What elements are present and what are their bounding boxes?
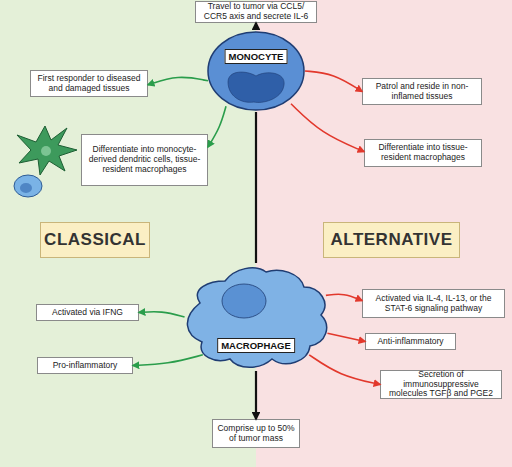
monocyte-outline [206, 30, 306, 112]
cell-nucleus [222, 284, 266, 318]
cell-nucleus [228, 72, 284, 102]
effect-arrow [139, 312, 185, 317]
process-box: Travel to tumor via CCL5/ CCR5 axis and … [195, 1, 317, 23]
process-box: Patrol and reside in non-inflamed tissue… [362, 78, 482, 105]
small-cell-nucleus [20, 183, 32, 193]
process-box: Differentiate into monocyte-derived dend… [81, 134, 208, 186]
box-text: Travel to tumor via CCL5/ CCR5 axis and … [199, 2, 313, 22]
category-box: ALTERNATIVE [323, 222, 460, 258]
effect-arrow [148, 77, 208, 84]
macrophage-cell: MACROPHAGE [180, 263, 332, 371]
small-cell [14, 175, 42, 197]
dendritic-nucleus [41, 146, 51, 156]
macrophage-outline [180, 263, 332, 371]
effect-arrow [327, 333, 365, 341]
process-box: Pro-inflammatory [37, 357, 133, 374]
dendritic-cell [17, 126, 77, 175]
process-box: Secretion of immunosuppressive molecules… [380, 370, 502, 399]
category-label: CLASSICAL [44, 230, 146, 250]
box-text: Activated via IL-4, IL-13, or the STAT-6… [366, 294, 501, 314]
box-text: Comprise up to 50% of tumor mass [216, 424, 296, 444]
box-text: Differentiate into monocyte-derived dend… [85, 145, 204, 175]
box-text: Anti-inflammatory [377, 337, 443, 347]
box-text: Patrol and reside in non-inflamed tissue… [366, 82, 478, 102]
effect-arrow [291, 104, 364, 152]
process-box: Activated via IFNG [36, 304, 139, 321]
process-box: First responder to diseased and damaged … [30, 70, 148, 97]
cell-membrane [187, 268, 326, 367]
box-text: Activated via IFNG [52, 308, 123, 318]
cell-label: MACROPHAGE [217, 338, 295, 353]
effect-arrow [305, 71, 362, 92]
box-text: Secretion of immunosuppressive molecules… [384, 370, 498, 400]
box-text: First responder to diseased and damaged … [34, 74, 144, 94]
category-box: CLASSICAL [40, 222, 150, 258]
box-text: Pro-inflammatory [53, 361, 118, 371]
axis-arrow [255, 112, 257, 263]
cell-membrane [208, 32, 304, 110]
axis-arrow [255, 371, 257, 419]
process-box: Comprise up to 50% of tumor mass [212, 419, 300, 448]
cell-label: MONOCYTE [225, 49, 288, 64]
category-label: ALTERNATIVE [331, 230, 453, 250]
effect-arrow [133, 355, 203, 366]
effect-arrow [326, 294, 362, 300]
process-box: Activated via IL-4, IL-13, or the STAT-6… [362, 289, 505, 318]
box-text: Differentiate into tissue-resident macro… [368, 143, 478, 163]
process-box: Anti-inflammatory [365, 333, 456, 350]
axis-arrow [255, 23, 257, 30]
effect-arrow [309, 355, 380, 385]
effect-arrow [208, 106, 226, 147]
monocyte-cell: MONOCYTE [206, 30, 306, 112]
process-box: Differentiate into tissue-resident macro… [364, 139, 482, 167]
